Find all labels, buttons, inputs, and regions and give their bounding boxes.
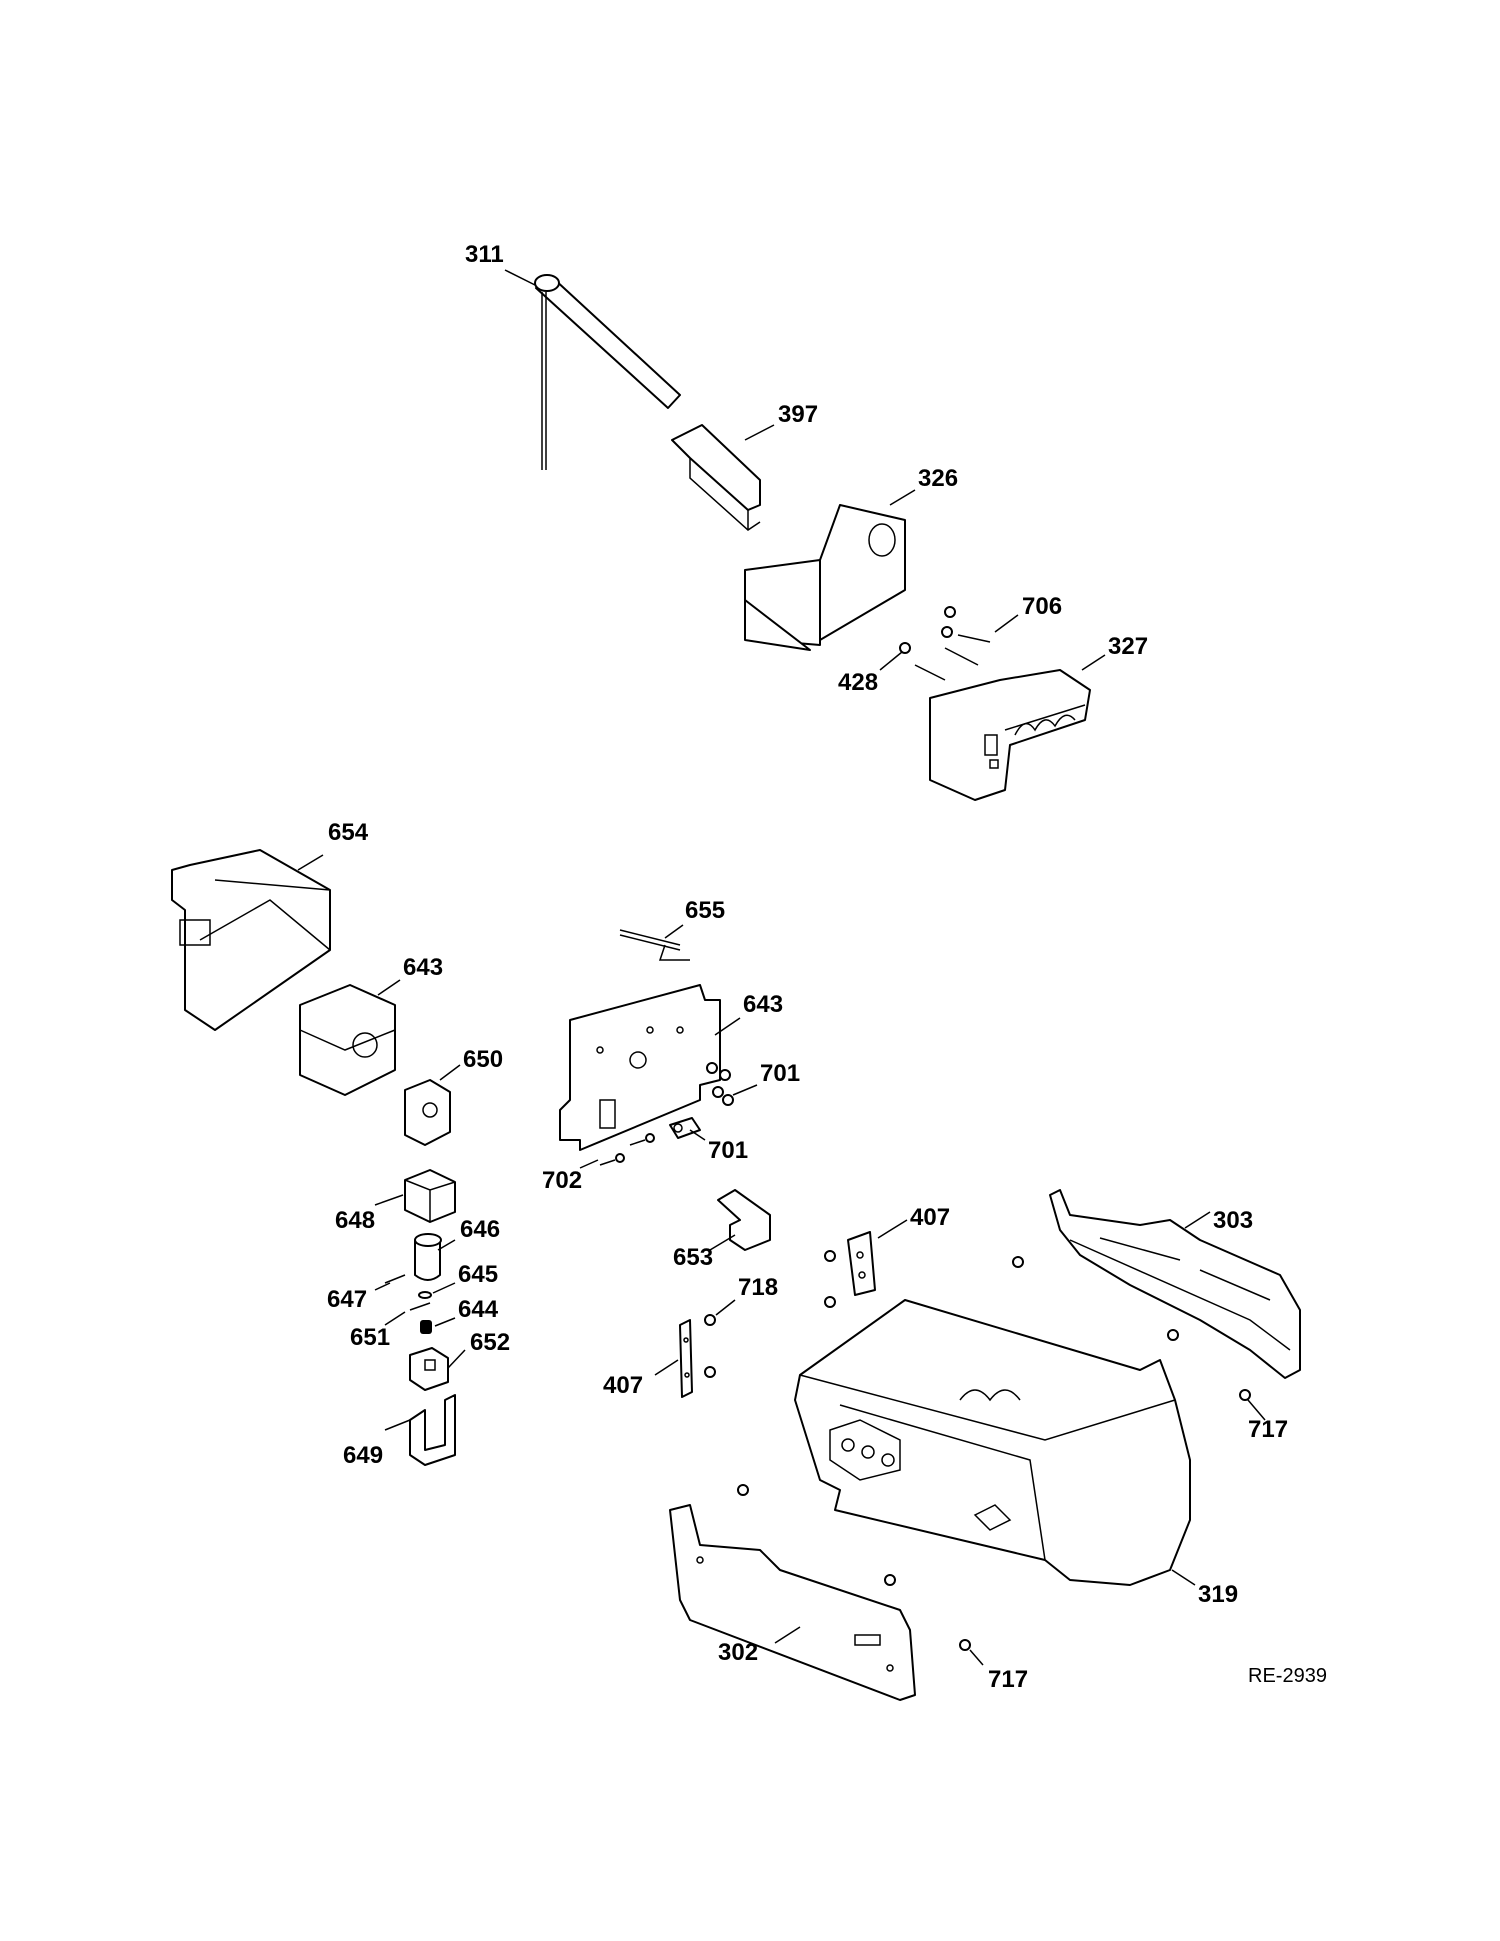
callout-702: 702 [542, 1167, 582, 1194]
part-311-fill-tube [534, 274, 681, 470]
part-319-ice-bucket [794, 1299, 1191, 1586]
callout-303: 303 [1213, 1207, 1253, 1234]
part-652-holder [409, 1347, 449, 1391]
callout-650: 650 [463, 1046, 503, 1073]
callout-645: 645 [458, 1261, 498, 1288]
callout-428: 428 [838, 669, 878, 696]
part-706-screws [914, 606, 991, 681]
part-397-tube-bracket [671, 424, 761, 531]
callout-644: 644 [458, 1296, 499, 1323]
callout-311: 311 [465, 241, 504, 268]
reference-code: RE-2939 [1248, 1665, 1327, 1687]
callout-652: 652 [470, 1329, 510, 1356]
part-428-washer [899, 642, 911, 654]
part-701-clip-lower [669, 1117, 701, 1139]
callout-717-lower: 717 [988, 1666, 1028, 1693]
callout-397: 397 [778, 401, 818, 428]
part-718-screw [704, 1314, 716, 1378]
callout-654: 654 [328, 819, 369, 846]
part-643-mounting-plate [559, 984, 721, 1151]
part-407-hinge-lower [679, 1319, 693, 1398]
callout-648: 648 [335, 1207, 375, 1234]
callout-701-upper: 701 [760, 1060, 800, 1087]
callout-407-upper: 407 [910, 1204, 950, 1231]
part-645-washer [418, 1291, 432, 1299]
callout-701-lower: 701 [708, 1137, 748, 1164]
callout-718: 718 [738, 1274, 778, 1301]
part-643-auger-motor [299, 984, 396, 1096]
callout-319: 319 [1198, 1581, 1238, 1608]
leader-lines [297, 269, 1266, 1666]
callout-647: 647 [327, 1286, 367, 1313]
callout-649: 649 [343, 1442, 383, 1469]
part-650-solenoid [404, 1079, 451, 1146]
callout-646: 646 [460, 1216, 500, 1243]
part-327-icemaker [929, 669, 1091, 801]
callout-327: 327 [1108, 633, 1148, 660]
part-702-screws [599, 1133, 655, 1166]
callout-407-lower: 407 [603, 1372, 643, 1399]
part-326-icemaker-bracket [744, 504, 906, 651]
callout-labels: 311 397 326 706 327 428 654 655 643 643 … [327, 241, 1288, 1693]
part-644-spring [420, 1320, 432, 1334]
callout-651: 651 [350, 1324, 390, 1351]
part-647-pin [384, 1274, 406, 1284]
part-653-bracket [717, 1189, 771, 1251]
part-655-wire-harness [619, 929, 690, 961]
callout-706: 706 [1022, 593, 1062, 620]
part-407-hinge-upper [847, 1231, 876, 1296]
callout-643-plate: 643 [743, 991, 783, 1018]
part-648-block [404, 1169, 456, 1223]
callout-717-upper: 717 [1248, 1416, 1288, 1443]
callout-326: 326 [918, 465, 958, 492]
part-screws-misc [737, 1250, 1251, 1586]
callout-653: 653 [673, 1244, 713, 1271]
callout-643-motor: 643 [403, 954, 443, 981]
callout-302: 302 [718, 1639, 758, 1666]
part-651-rod [409, 1302, 431, 1311]
part-717-screw-lower [959, 1639, 971, 1651]
part-701-nuts-upper [706, 1062, 734, 1106]
part-646-sleeve [414, 1233, 442, 1281]
part-302-front-panel [669, 1504, 916, 1701]
part-654-dispenser-housing [171, 849, 331, 1031]
part-649-clip [409, 1394, 456, 1466]
part-303-bucket-cover [1049, 1189, 1301, 1379]
callout-655: 655 [685, 897, 725, 924]
